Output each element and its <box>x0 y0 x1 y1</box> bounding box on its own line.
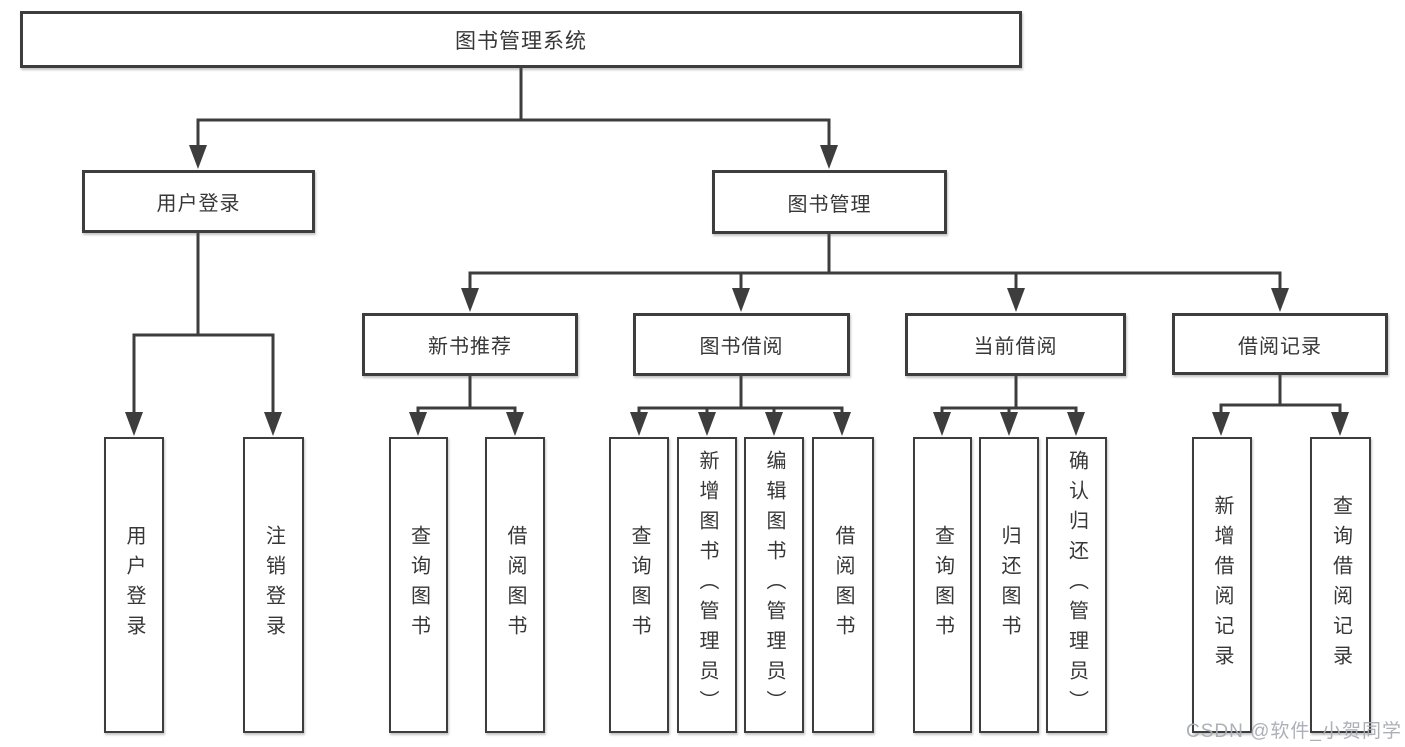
node-root-label: 图书管理系统 <box>455 29 587 53</box>
arrowheads <box>125 145 1349 436</box>
leaf-bookborrow-query-books: 查询图书 <box>609 437 669 733</box>
leaf-label: 用户登录 <box>123 525 145 645</box>
leaf-bookborrow-add-books-admin: 新增图书（管理员） <box>677 437 737 733</box>
leaf-label: 新增借阅记录 <box>1211 495 1233 675</box>
leaf-newbooks-query-books: 查询图书 <box>389 437 448 733</box>
leaf-label: 借阅图书 <box>832 525 854 645</box>
leaf-currentborrow-query-books: 查询图书 <box>913 437 972 733</box>
node-label: 图书管理 <box>787 193 872 216</box>
node-label: 新书推荐 <box>428 336 512 358</box>
node-label: 图书借阅 <box>699 336 784 358</box>
node-label: 当前借阅 <box>973 336 1058 358</box>
leaf-label: 注销登录 <box>262 525 285 645</box>
leaf-label: 确认归还（管理员） <box>1065 450 1088 720</box>
leaf-records-query-borrow-record: 查询借阅记录 <box>1310 437 1371 733</box>
node-borrow-records: 借阅记录 <box>1172 313 1388 375</box>
leaf-label: 编辑图书（管理员） <box>763 450 785 720</box>
leaf-label: 查询图书 <box>407 525 430 645</box>
watermark: CSDN @软件_小贺同学 <box>1186 721 1402 742</box>
node-user-login-branch: 用户登录 <box>82 170 315 233</box>
leaf-label: 查询借阅记录 <box>1329 495 1352 675</box>
leaf-label: 借阅图书 <box>504 525 526 645</box>
node-new-books: 新书推荐 <box>362 313 578 376</box>
leaf-currentborrow-return-books: 归还图书 <box>979 437 1039 733</box>
node-label: 用户登录 <box>156 193 241 215</box>
leaf-logout: 注销登录 <box>243 437 304 733</box>
leaf-user-login: 用户登录 <box>104 437 164 733</box>
leaf-bookborrow-edit-books-admin: 编辑图书（管理员） <box>744 437 804 733</box>
leaf-bookborrow-borrow-books: 借阅图书 <box>812 437 874 733</box>
leaf-label: 查询图书 <box>628 525 650 645</box>
node-book-mgmt-branch: 图书管理 <box>712 170 947 234</box>
leaf-label: 新增图书（管理员） <box>696 450 718 720</box>
node-current-borrow: 当前借阅 <box>905 313 1126 376</box>
leaf-newbooks-borrow-books: 借阅图书 <box>485 437 545 733</box>
node-root: 图书管理系统 <box>20 11 1022 68</box>
node-label: 借阅记录 <box>1238 335 1322 358</box>
leaf-label: 归还图书 <box>998 525 1020 645</box>
leaf-currentborrow-confirm-return-admin: 确认归还（管理员） <box>1046 437 1107 733</box>
leaf-records-add-borrow-record: 新增借阅记录 <box>1192 437 1252 733</box>
node-book-borrow: 图书借阅 <box>633 313 850 376</box>
leaf-label: 查询图书 <box>931 525 954 645</box>
